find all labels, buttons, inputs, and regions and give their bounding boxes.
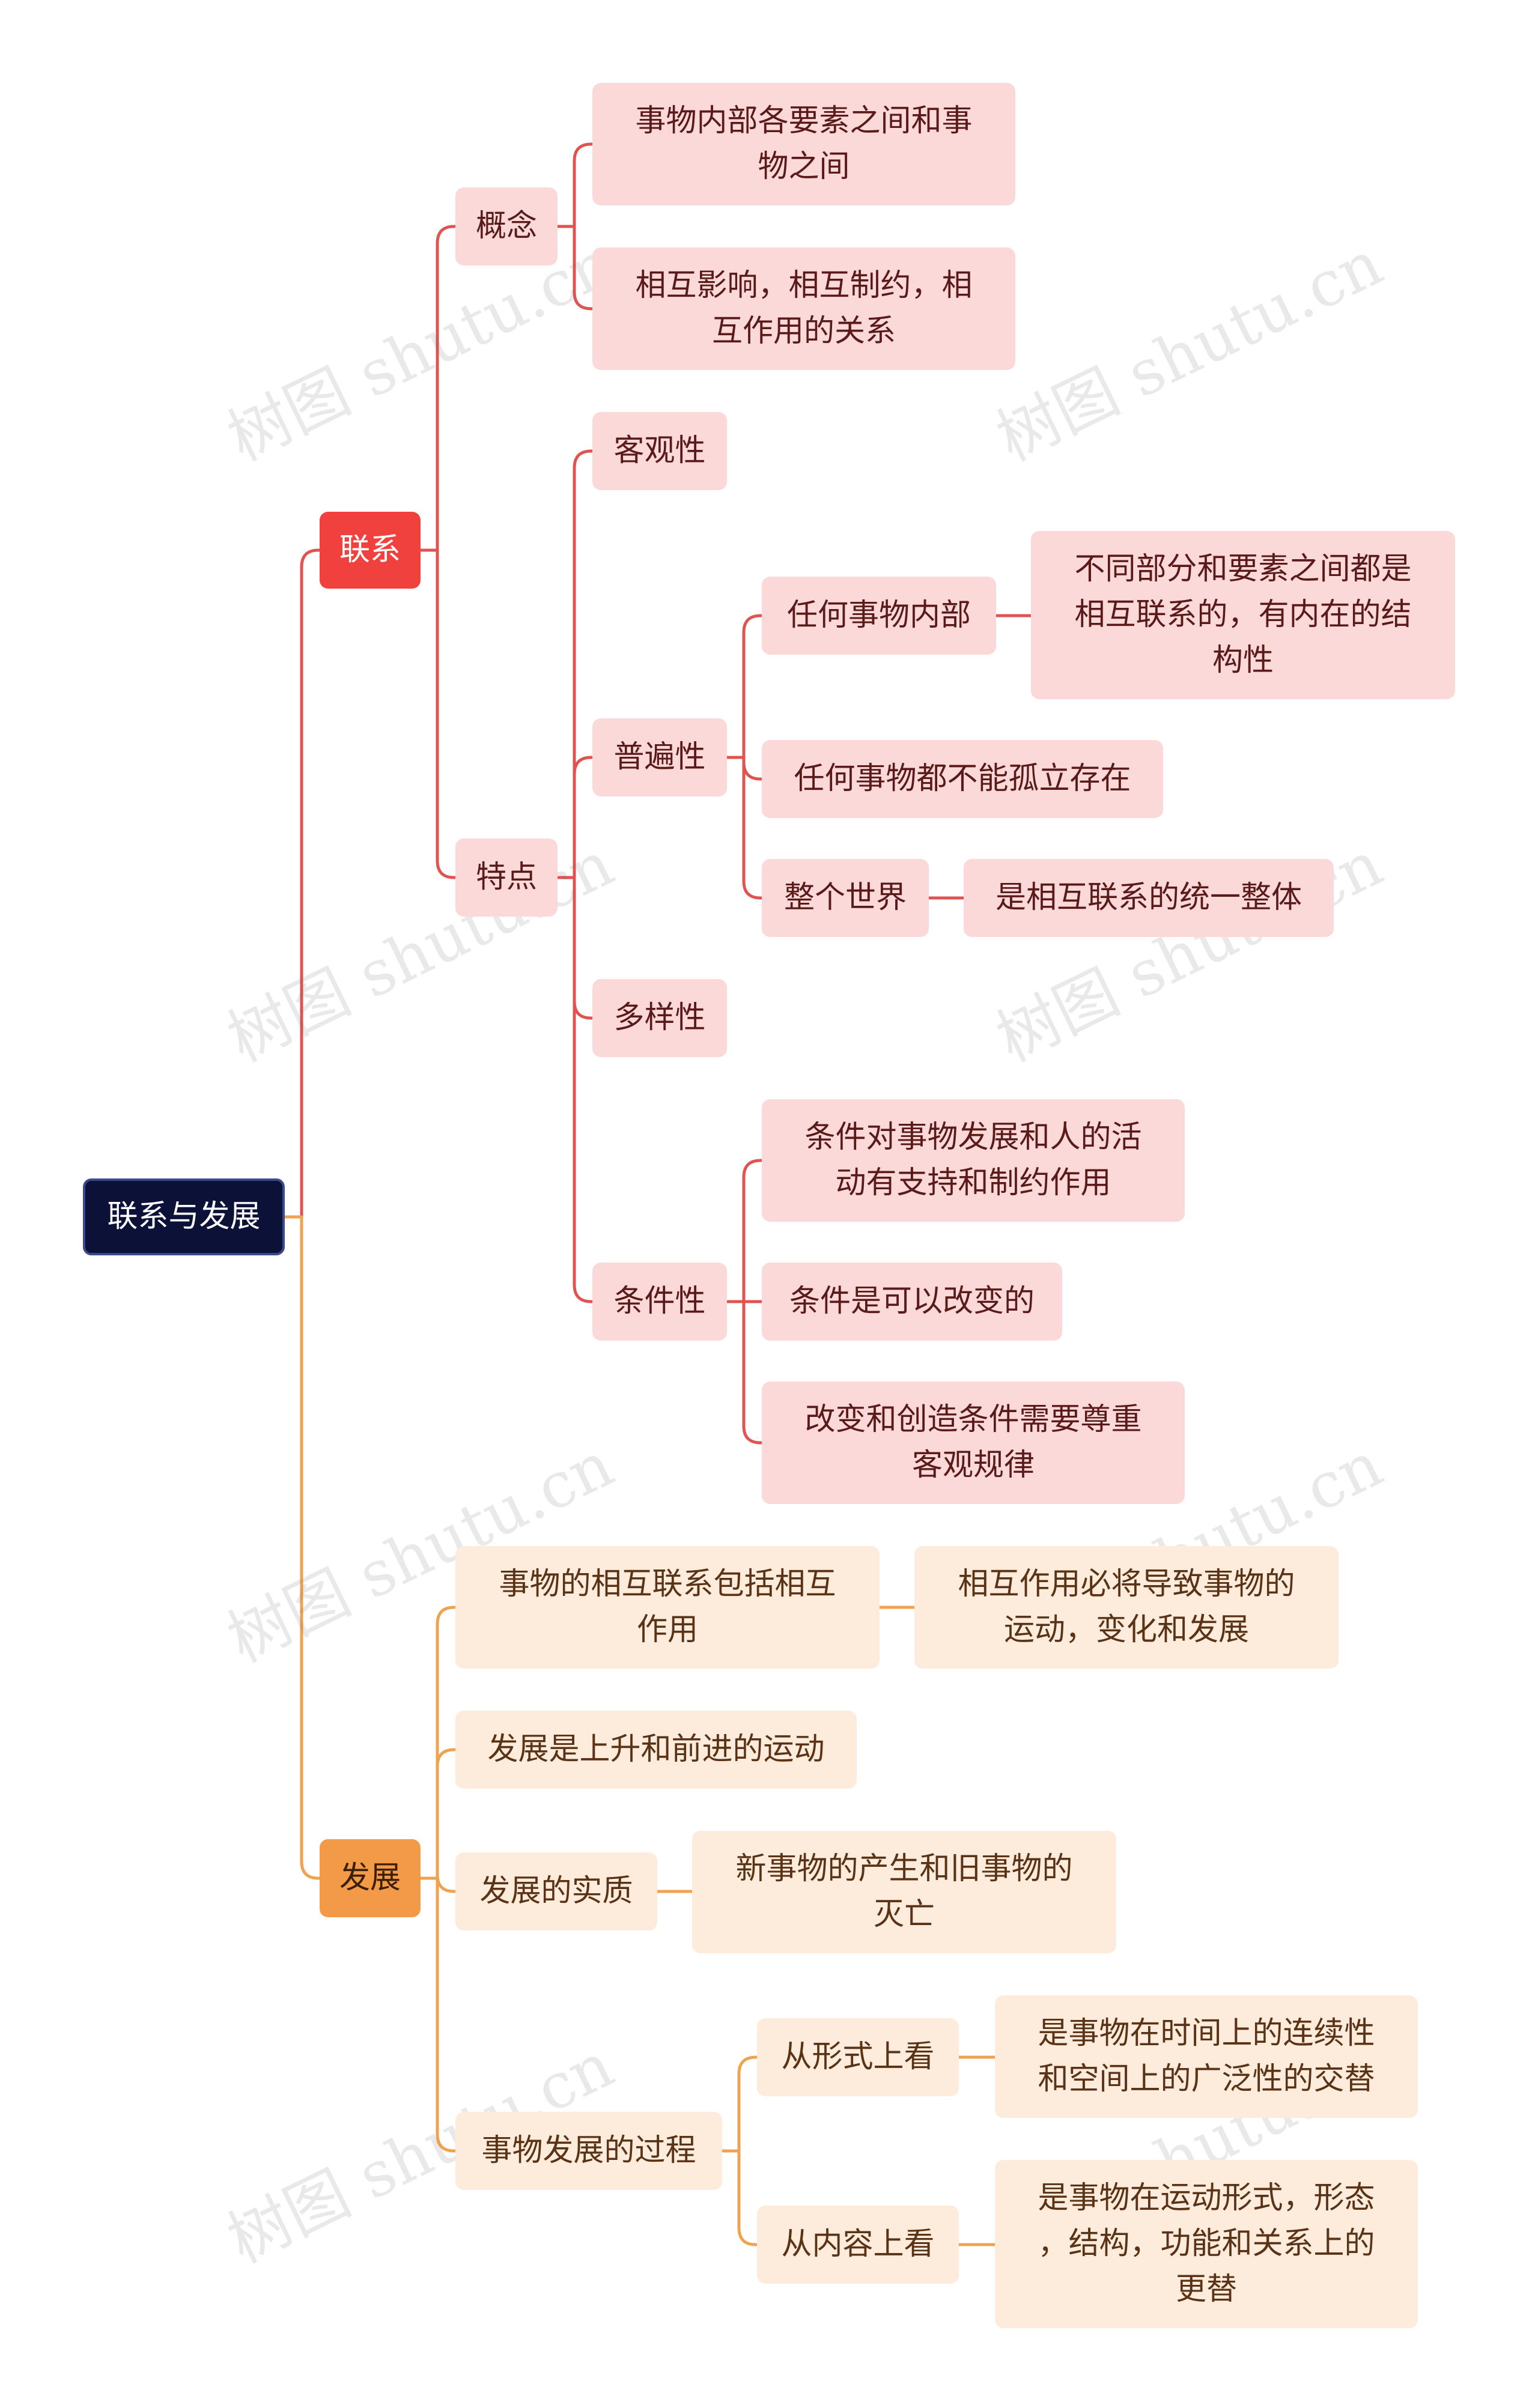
node-tedian[interactable]: 特点 xyxy=(455,839,558,917)
node-fazhan-4[interactable]: 事物发展的过程 xyxy=(455,2112,722,2190)
connector-fazhan xyxy=(436,1876,457,2153)
node-pubian-3[interactable]: 整个世界 xyxy=(762,859,929,937)
node-tiaojian-1[interactable]: 条件对事物发展和人的活 动有支持和制约作用 xyxy=(762,1099,1185,1222)
node-gainian-2[interactable]: 相互影响，相互制约，相 互作用的关系 xyxy=(592,247,1015,370)
connector-pubian xyxy=(742,756,764,900)
node-fazhan-2[interactable]: 发展是上升和前进的运动 xyxy=(455,1711,857,1789)
connector-fazhan xyxy=(436,1606,457,1880)
node-fazhan-1[interactable]: 事物的相互联系包括相互 作用 xyxy=(455,1546,880,1669)
node-fazhan-1a[interactable]: 相互作用必将导致事物的 运动，变化和发展 xyxy=(914,1546,1339,1669)
connector-tedian xyxy=(573,449,594,879)
node-tiaojian-3[interactable]: 改变和创造条件需要尊重 客观规律 xyxy=(762,1381,1185,1504)
node-tiaojian[interactable]: 条件性 xyxy=(592,1263,727,1341)
connector-fz4 xyxy=(737,2055,759,2153)
root-node[interactable]: 联系与发展 xyxy=(83,1178,285,1255)
connector-tedian xyxy=(573,876,594,1020)
connector-lianxi xyxy=(436,548,457,879)
connector-root-lianxi xyxy=(300,548,321,1219)
node-fazhan-4a1[interactable]: 是事物在时间上的连续性 和空间上的广泛性的交替 xyxy=(995,1995,1418,2118)
node-tiaojian-2[interactable]: 条件是可以改变的 xyxy=(762,1263,1062,1341)
connector-lianxi xyxy=(436,225,457,552)
node-keguan[interactable]: 客观性 xyxy=(592,412,727,490)
connector-tedian xyxy=(573,876,594,1303)
connector-fz4 xyxy=(737,2149,759,2246)
node-gainian-1[interactable]: 事物内部各要素之间和事 物之间 xyxy=(592,83,1015,205)
connector-fazhan xyxy=(436,1874,457,1893)
node-fazhan[interactable]: 发展 xyxy=(320,1839,421,1917)
node-fazhan-4b1[interactable]: 是事物在运动形式，形态 ，结构，功能和关系上的 更替 xyxy=(995,2160,1418,2328)
node-gainian[interactable]: 概念 xyxy=(455,187,558,265)
connector-tedian xyxy=(573,756,594,879)
node-pubian-2[interactable]: 任何事物都不能孤立存在 xyxy=(762,740,1163,818)
node-pubian[interactable]: 普遍性 xyxy=(592,718,727,796)
node-fazhan-3a[interactable]: 新事物的产生和旧事物的 灭亡 xyxy=(692,1831,1116,1953)
connector-pubian xyxy=(742,614,764,759)
node-lianxi[interactable]: 联系 xyxy=(320,512,421,589)
node-pubian-1[interactable]: 任何事物内部 xyxy=(762,577,996,655)
connector-tiaojian xyxy=(742,1300,764,1445)
node-fazhan-4b[interactable]: 从内容上看 xyxy=(757,2206,959,2284)
node-pubian-1a[interactable]: 不同部分和要素之间都是 相互联系的，有内在的结 构性 xyxy=(1031,531,1455,699)
node-fazhan-4a[interactable]: 从形式上看 xyxy=(757,2018,959,2096)
connector-pubian xyxy=(742,756,764,781)
node-fazhan-3[interactable]: 发展的实质 xyxy=(455,1852,657,1930)
connector-tiaojian xyxy=(742,1159,764,1303)
connector-gainian xyxy=(573,225,594,311)
connector-root-fazhan xyxy=(300,1215,321,1880)
node-pubian-3a[interactable]: 是相互联系的统一整体 xyxy=(964,859,1334,937)
connector-fazhan xyxy=(436,1748,457,1880)
connector-gainian xyxy=(573,142,594,228)
node-duoyang[interactable]: 多样性 xyxy=(592,979,727,1057)
